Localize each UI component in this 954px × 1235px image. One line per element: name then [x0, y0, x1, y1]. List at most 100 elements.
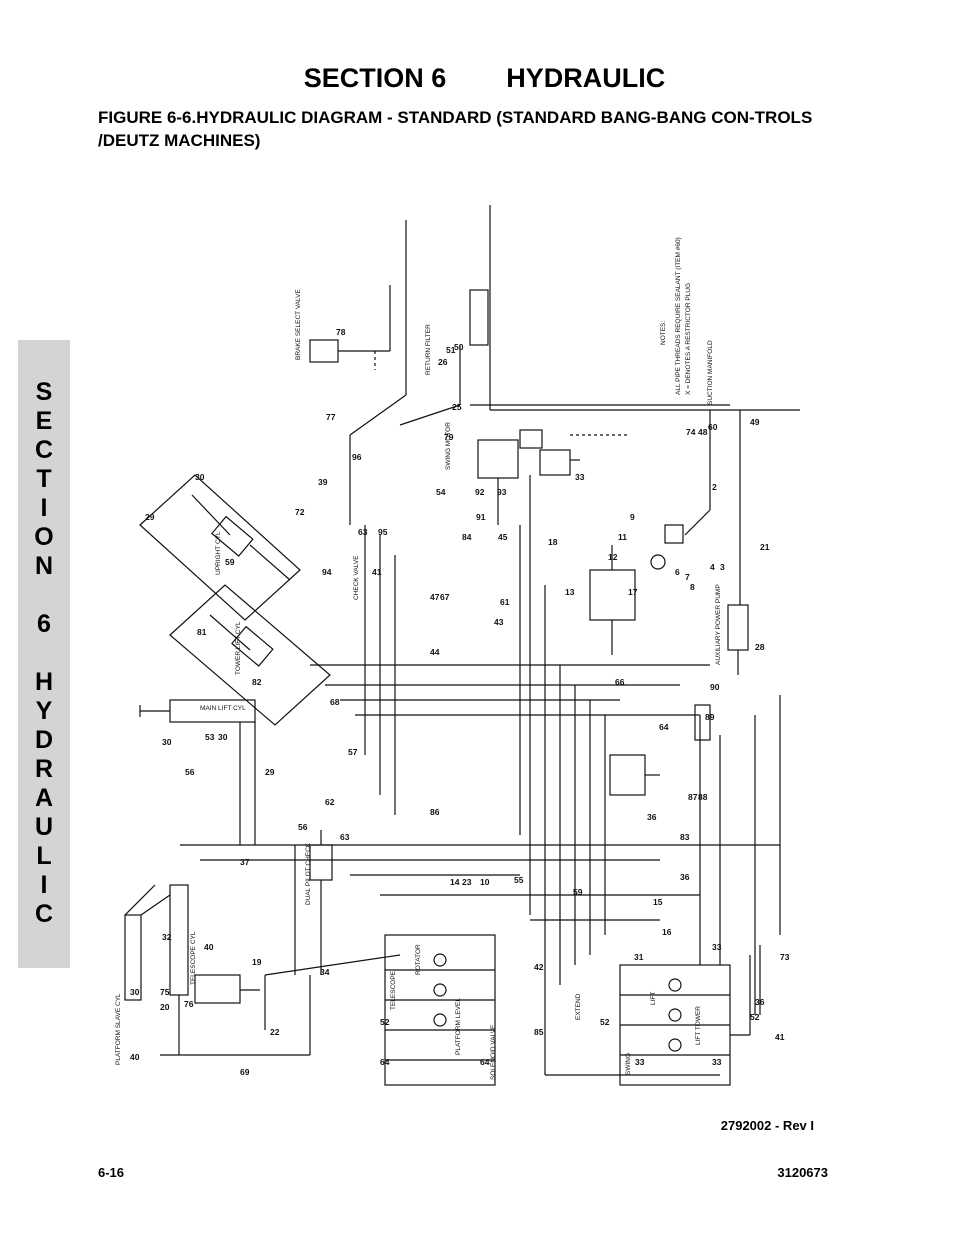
svg-text:40: 40 — [204, 942, 214, 952]
svg-text:56: 56 — [185, 767, 195, 777]
tower-lift-cyl-label: TOWER LIFT CYL — [235, 621, 242, 675]
svg-text:64: 64 — [659, 722, 669, 732]
svg-text:33: 33 — [635, 1057, 645, 1067]
svg-text:51: 51 — [446, 345, 456, 355]
svg-text:68: 68 — [330, 697, 340, 707]
svg-text:44: 44 — [430, 647, 440, 657]
side-tab-letter: A — [34, 784, 54, 812]
svg-text:36: 36 — [755, 997, 765, 1007]
svg-text:37: 37 — [240, 857, 250, 867]
svg-text:76: 76 — [184, 999, 194, 1009]
side-tab-letter: R — [34, 755, 54, 783]
svg-text:60: 60 — [708, 422, 718, 432]
svg-text:11: 11 — [618, 532, 627, 542]
svg-text:63: 63 — [358, 527, 368, 537]
svg-text:28: 28 — [755, 642, 765, 652]
side-tab-letter: U — [34, 813, 54, 841]
side-tab-letter: T — [36, 465, 52, 493]
svg-text:87: 87 — [688, 792, 698, 802]
svg-text:6: 6 — [675, 567, 680, 577]
svg-text:7: 7 — [685, 572, 690, 582]
side-tab-letter: E — [35, 407, 53, 435]
svg-text:29: 29 — [265, 767, 275, 777]
side-tab-letter: N — [34, 552, 54, 580]
svg-text:48: 48 — [698, 427, 708, 437]
svg-text:50: 50 — [454, 342, 464, 352]
svg-text:26: 26 — [438, 357, 448, 367]
svg-text:30: 30 — [130, 987, 140, 997]
solenoid-valve-label: SOLENOID VALVE — [490, 1024, 497, 1080]
svg-text:89: 89 — [705, 712, 715, 722]
side-tab-letter: D — [34, 726, 54, 754]
platform-slave-label: PLATFORM SLAVE CYL — [115, 993, 122, 1065]
side-tab-letter: H — [34, 668, 54, 696]
svg-text:ALL PIPE THREADS REQUIRE SEALA: ALL PIPE THREADS REQUIRE SEALANT (ITEM #… — [675, 237, 682, 395]
side-tab-letter: L — [36, 842, 52, 870]
svg-text:33: 33 — [712, 942, 722, 952]
svg-text:61: 61 — [500, 597, 510, 607]
svg-text:39: 39 — [318, 477, 328, 487]
page-number: 6-16 — [98, 1165, 125, 1180]
svg-text:18: 18 — [548, 537, 558, 547]
hydraulic-diagram: 29 30 72 59 39 96 95 94 41 63 77 78 26 5… — [100, 195, 810, 1100]
svg-text:67: 67 — [440, 592, 450, 602]
svg-text:52: 52 — [750, 1012, 760, 1022]
svg-text:23: 23 — [462, 877, 472, 887]
svg-text:88: 88 — [698, 792, 708, 802]
side-tab-letter: 6 — [37, 610, 51, 638]
telescope-cyl-label: TELESCOPE CYL — [190, 931, 197, 985]
svg-text:3: 3 — [720, 562, 725, 572]
svg-text:29: 29 — [145, 512, 155, 522]
svg-text:32: 32 — [162, 932, 172, 942]
svg-text:21: 21 — [760, 542, 770, 552]
svg-text:90: 90 — [710, 682, 720, 692]
rotator-label: ROTATOR — [415, 944, 422, 975]
side-tab-letter: I — [40, 871, 48, 899]
svg-text:9: 9 — [630, 512, 635, 522]
svg-text:52: 52 — [600, 1017, 610, 1027]
svg-text:4: 4 — [710, 562, 715, 572]
svg-text:69: 69 — [240, 1067, 250, 1077]
svg-text:59: 59 — [225, 557, 235, 567]
svg-text:64: 64 — [380, 1057, 390, 1067]
lift-label: LIFT — [650, 992, 657, 1005]
lift-tower-label: LIFT TOWER — [695, 1006, 702, 1045]
svg-text:2: 2 — [712, 482, 717, 492]
svg-text:20: 20 — [160, 1002, 170, 1012]
section-label: SECTION 6 — [303, 63, 447, 93]
svg-text:53: 53 — [205, 732, 215, 742]
svg-text:72: 72 — [295, 507, 305, 517]
side-tab-letter: Y — [35, 697, 53, 725]
svg-text:93: 93 — [497, 487, 507, 497]
svg-text:41: 41 — [775, 1032, 785, 1042]
svg-text:56: 56 — [298, 822, 308, 832]
svg-text:86: 86 — [430, 807, 440, 817]
svg-text:30: 30 — [218, 732, 228, 742]
svg-text:42: 42 — [534, 962, 544, 972]
diagram-notes: NOTES: ALL PIPE THREADS REQUIRE SEALANT … — [660, 237, 692, 395]
suction-manifold-label: SUCTION MANIFOLD — [707, 340, 714, 405]
svg-text:74: 74 — [686, 427, 696, 437]
svg-text:25: 25 — [452, 402, 462, 412]
svg-text:73: 73 — [780, 952, 790, 962]
svg-text:NOTES:: NOTES: — [660, 321, 667, 345]
swing-label: SWING — [625, 1053, 632, 1075]
document-number: 3120673 — [777, 1165, 828, 1180]
svg-text:66: 66 — [615, 677, 625, 687]
svg-text:34: 34 — [320, 967, 330, 977]
svg-text:X = DENOTES A RESTRICTOR PLUG: X = DENOTES A RESTRICTOR PLUG — [685, 283, 692, 395]
figure-title: FIGURE 6-6.HYDRAULIC DIAGRAM - STANDARD … — [98, 108, 813, 150]
svg-text:17: 17 — [628, 587, 638, 597]
page-header: SECTION 6 HYDRAULIC — [0, 32, 954, 94]
extend-label: EXTEND — [575, 993, 582, 1020]
svg-text:19: 19 — [252, 957, 262, 967]
svg-text:79: 79 — [444, 432, 454, 442]
svg-text:14: 14 — [450, 877, 460, 887]
svg-text:85: 85 — [534, 1027, 544, 1037]
svg-text:96: 96 — [352, 452, 362, 462]
svg-text:15: 15 — [653, 897, 663, 907]
svg-text:49: 49 — [750, 417, 760, 427]
side-tab-letter: C — [34, 900, 54, 928]
svg-text:77: 77 — [326, 412, 336, 422]
